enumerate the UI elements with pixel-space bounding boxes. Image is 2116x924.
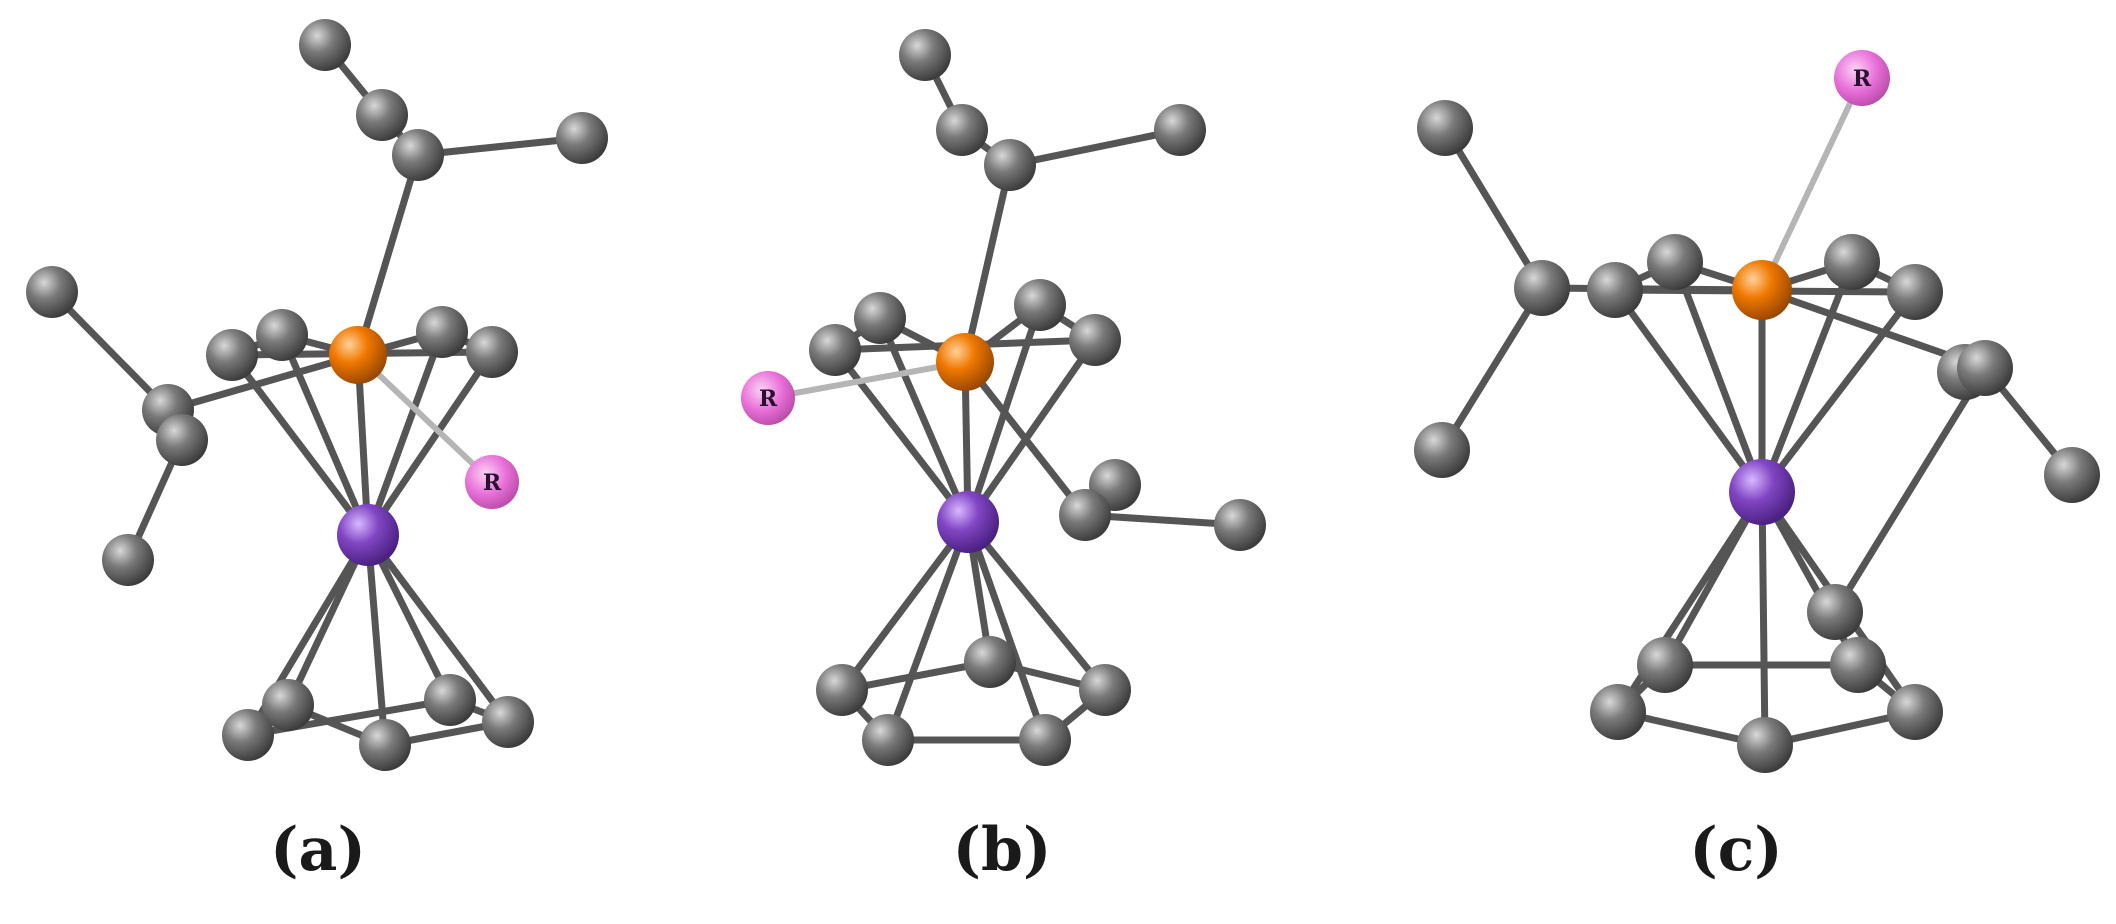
panel-a-bond <box>228 351 372 539</box>
panel-a-bond <box>414 134 586 159</box>
panel-a-phosphorus-atom <box>329 326 387 384</box>
panel-b-carbon-atom <box>1154 104 1206 156</box>
panel-a-bond <box>164 351 362 414</box>
panel-b-bond <box>964 518 1109 694</box>
panel-b-substituent-label: R <box>759 386 778 412</box>
panel-c-bond <box>1758 258 1856 496</box>
panel-b-metal-atom <box>937 491 999 553</box>
panel-c-carbon-atom <box>1514 260 1570 316</box>
panel-c-carbon-atom <box>1887 264 1943 320</box>
panel-c-carbon-atom <box>1824 234 1880 290</box>
panel-a-bond <box>284 531 372 709</box>
panel-b-carbon-atom <box>1069 314 1121 366</box>
panel-a-carbon-atom <box>102 534 154 586</box>
panel-a-carbon-atom <box>556 112 608 164</box>
panel-c-carbon-atom <box>1647 234 1703 290</box>
panel-a-carbon-atom <box>424 674 476 726</box>
panel-c-carbon-atom <box>1957 340 2013 396</box>
panel-c-carbon-atom <box>1807 584 1863 640</box>
panel-b-substituent-bond <box>765 359 968 401</box>
panel-c-bond <box>1438 284 1546 454</box>
panel-a-carbon-atom <box>356 89 408 141</box>
panel-a-carbon-atom <box>156 414 208 466</box>
panel-c-carbon-atom <box>1587 262 1643 318</box>
panel-b-bond <box>964 336 1099 526</box>
panel-a-bond <box>364 328 446 539</box>
panel-a-carbon-atom <box>416 306 468 358</box>
panel-a-substituent-bond <box>355 352 495 485</box>
panel-c-carbon-atom <box>1414 422 1470 478</box>
panel-c-substituent-bond <box>1759 75 1865 293</box>
panel-a-bond <box>48 288 172 414</box>
panel-c-carbon-atom <box>1590 684 1646 740</box>
panel-a-bond <box>364 348 496 539</box>
panel-a-bond <box>278 331 372 539</box>
panel-c-bond <box>1614 488 1766 716</box>
panel-c-bond <box>1441 124 1546 292</box>
panel-b-bond <box>876 314 972 526</box>
panel-b-bond <box>961 161 1014 366</box>
panel-a-bond <box>354 151 422 359</box>
panel-b-carbon-atom <box>862 714 914 766</box>
panel-c-bond <box>1671 258 1766 496</box>
panel-b-carbon-atom <box>1014 279 1066 331</box>
panel-b-bond <box>838 518 972 694</box>
panel-a-metal-atom <box>337 504 399 566</box>
panel-c-carbon-atom <box>1737 717 1793 773</box>
panel-c-bond <box>1611 286 1766 496</box>
panel-a-carbon-atom <box>466 326 518 378</box>
panel-c-carbon-atom <box>1417 100 1473 156</box>
panel-b-bond <box>884 518 972 744</box>
panel-b-phosphorus-atom <box>936 333 994 391</box>
panel-b-bond <box>964 518 1049 744</box>
panel-b-carbon-atom <box>984 139 1036 191</box>
panel-a-carbon-atom <box>222 709 274 761</box>
panel-a-bond <box>364 531 512 726</box>
panel-b-caption: (b) <box>952 815 1052 885</box>
panel-b-carbon-atom <box>854 292 906 344</box>
panel-c-caption: (c) <box>1689 815 1783 885</box>
panel-c-bond <box>1758 288 1919 496</box>
panel-a-carbon-atom <box>392 129 444 181</box>
panel-c-carbon-atom <box>1887 684 1943 740</box>
panel-c-carbon-atom <box>1830 637 1886 693</box>
panel-b-carbon-atom <box>964 636 1016 688</box>
panel-a-carbon-atom <box>359 719 411 771</box>
panel-b-carbon-atom <box>1079 664 1131 716</box>
panel-a-substituent-atom <box>465 455 519 509</box>
panel-a-carbon-atom <box>299 19 351 71</box>
panel-b-carbon-atom <box>1059 489 1111 541</box>
panel-b-carbon-atom <box>936 104 988 156</box>
panel-a-carbon-atom <box>256 309 308 361</box>
panel-b-carbon-atom <box>816 664 868 716</box>
panel-a-carbon-atom <box>26 266 78 318</box>
panel-a-caption: (a) <box>270 815 366 885</box>
panel-c-substituent-label: R <box>1853 66 1872 92</box>
panel-b-carbon-atom <box>809 324 861 376</box>
panel-c-metal-atom <box>1729 459 1795 525</box>
panel-a-substituent-label: R <box>483 470 502 496</box>
panel-c-bond <box>1831 364 1989 616</box>
panel-c-phosphorus-atom <box>1732 260 1792 320</box>
panel-b-bond <box>961 358 1089 519</box>
panel-b-carbon-atom <box>1214 499 1266 551</box>
panel-c-carbon-atom <box>1637 637 1693 693</box>
panel-c-carbon-atom <box>2044 447 2100 503</box>
panel-b-bond <box>1006 126 1184 169</box>
panel-c-substituent-atom <box>1834 50 1890 106</box>
panel-a-carbon-atom <box>206 329 258 381</box>
panel-a-carbon-atom <box>482 696 534 748</box>
panel-b-carbon-atom <box>1019 714 1071 766</box>
panel-b-carbon-atom <box>899 29 951 81</box>
panel-b-substituent-atom <box>741 371 795 425</box>
panel-c-bond <box>1758 488 1769 749</box>
panel-a-carbon-atom <box>262 679 314 731</box>
